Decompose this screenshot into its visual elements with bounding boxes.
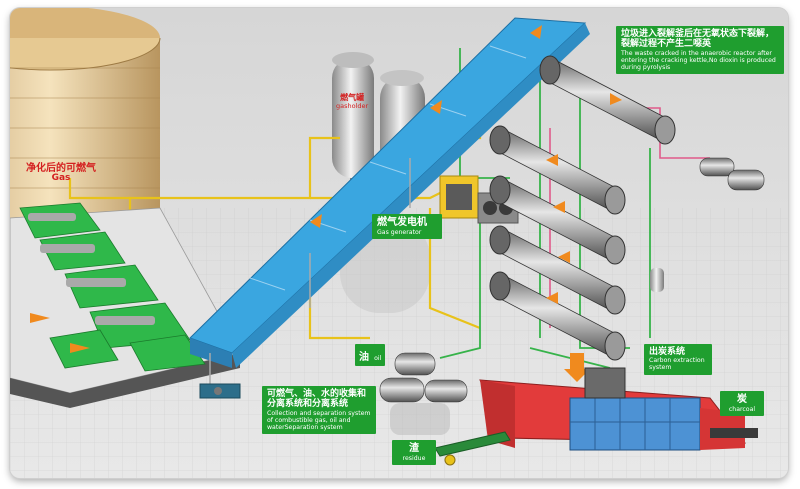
gasholder-en: gasholder — [336, 101, 369, 110]
plant-scene — [10, 8, 788, 478]
charcoal-en: charcoal — [728, 405, 756, 413]
charcoal-zh: 炭 — [737, 394, 747, 405]
feeding-platform — [10, 202, 241, 408]
separation-en: Collection and separation system of comb… — [267, 409, 371, 431]
separation-zh: 可燃气、油、水的收集和分离系统和分离系统 — [267, 389, 367, 410]
oil-en: oil — [374, 355, 382, 362]
carbon-extraction-machine — [479, 367, 758, 451]
gas-generator-en: Gas generator — [377, 228, 422, 236]
residue-label: 渣 residue — [392, 440, 436, 465]
oil-label: 油 oil — [355, 344, 386, 367]
reactor-note-label: 垃圾进入裂解釜后在无氧状态下裂解，裂解过程不产生二噁英 The waste cr… — [616, 26, 784, 75]
inclined-conveyor — [189, 17, 590, 399]
gasholder-zh: 燃气罐 — [340, 93, 365, 102]
gas-generator-zh: 燃气发电机 — [377, 217, 427, 228]
reactor-3 — [489, 175, 626, 265]
reactor-note-en: The waste cracked in the anaerobic react… — [621, 49, 776, 71]
oil-zh: 油 — [359, 352, 369, 363]
reactor-note-zh: 垃圾进入裂解釜后在无氧状态下裂解，裂解过程不产生二噁英 — [621, 29, 775, 50]
carbon-extraction-en: Carbon extraction system — [649, 357, 705, 372]
gasholder-label: 燃气罐 gasholder — [336, 93, 369, 110]
reactor-2 — [489, 125, 626, 215]
diagram-frame: 净化后的可燃气 Gas 燃气罐 gasholder 燃气发电机 Gas gene… — [10, 8, 788, 478]
residue-en: residue — [402, 454, 426, 462]
reactor-1 — [539, 55, 676, 145]
purified-gas-zh: 净化后的可燃气 — [26, 163, 96, 174]
separation-system-label: 可燃气、油、水的收集和分离系统和分离系统 Collection and sepa… — [262, 386, 376, 435]
reactor-4 — [489, 225, 626, 315]
purified-gas-silo — [10, 8, 161, 238]
purified-gas-label: 净化后的可燃气 Gas — [26, 163, 96, 184]
residue-zh: 渣 — [409, 443, 419, 454]
condenser-tanks — [564, 157, 765, 382]
pyrolysis-reactors — [489, 55, 676, 361]
reactor-5 — [489, 271, 626, 361]
carbon-extraction-zh: 出炭系统 — [649, 347, 686, 357]
residue-conveyor — [434, 431, 511, 466]
charcoal-label: 炭 charcoal — [720, 391, 764, 416]
separation-tanks — [379, 352, 468, 435]
carbon-extraction-label: 出炭系统 Carbon extraction system — [644, 344, 712, 375]
gas-generator-label: 燃气发电机 Gas generator — [372, 214, 442, 239]
purified-gas-en: Gas — [51, 173, 71, 183]
